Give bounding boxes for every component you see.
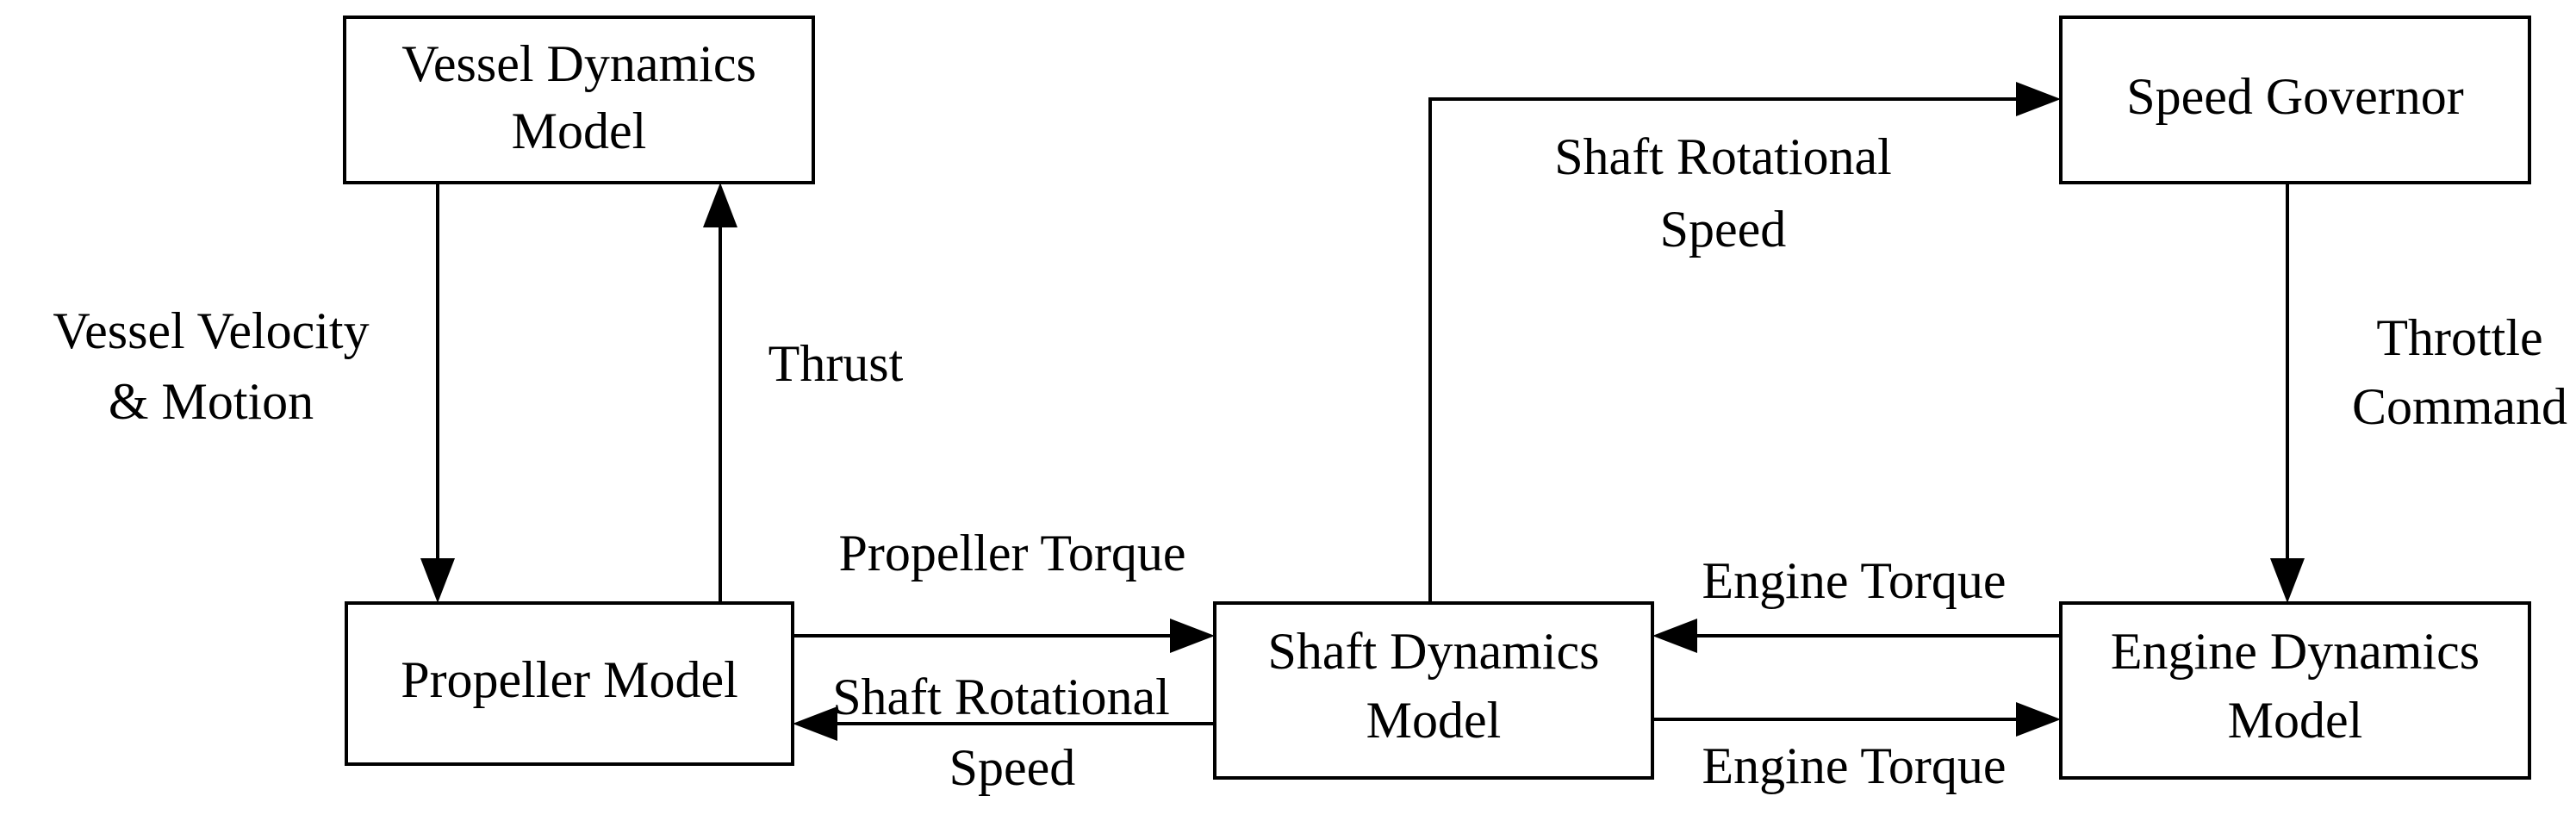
arrow-shaft-to-engine	[2016, 702, 2061, 737]
arrow-engine-to-shaft	[1652, 619, 1697, 653]
vessel-dynamics-block: Vessel Dynamics Model	[343, 16, 815, 184]
shaft-speed-to-governor-line1: Shaft Rotational	[1554, 128, 1892, 185]
arrow-shaft-to-governor	[2016, 82, 2061, 116]
vessel-velocity-label: Vessel Velocity & Motion	[53, 302, 369, 430]
wire-shaft-to-governor	[1428, 97, 2016, 603]
shaft-speed-to-propeller-label: Shaft Rotational Speed	[832, 669, 1170, 796]
throttle-command-line1: Throttle	[2376, 309, 2542, 366]
arrow-propeller-to-vessel	[703, 183, 737, 227]
propeller-model-block: Propeller Model	[345, 601, 794, 766]
shaft-speed-to-governor-line2: Speed	[1660, 201, 1787, 258]
vessel-velocity-label-line1: Vessel Velocity	[53, 302, 369, 359]
vessel-dynamics-label-line1: Vessel Dynamics	[401, 35, 756, 92]
thrust-label: Thrust	[768, 335, 904, 392]
propeller-model-label: Propeller Model	[401, 651, 738, 708]
speed-governor-block: Speed Governor	[2059, 16, 2531, 184]
propeller-torque-label-text: Propeller Torque	[839, 525, 1186, 582]
engine-dynamics-block: Engine Dynamics Model	[2059, 601, 2531, 780]
thrust-label-text: Thrust	[768, 335, 904, 392]
arrow-shaft-to-propeller	[793, 706, 837, 741]
arrow-propeller-to-shaft	[1170, 619, 1215, 653]
shaft-speed-to-propeller-line1: Shaft Rotational	[832, 669, 1170, 725]
vessel-dynamics-label-line2: Model	[512, 103, 647, 159]
arrow-governor-to-engine	[2270, 558, 2305, 603]
shaft-dynamics-label-line2: Model	[1366, 692, 1502, 749]
connections	[420, 82, 2305, 741]
speed-governor-label: Speed Governor	[2126, 68, 2464, 125]
throttle-command-line2: Command	[2352, 378, 2567, 435]
engine-torque-to-shaft-label: Engine Torque	[1702, 552, 2007, 609]
arrow-vessel-to-propeller	[420, 558, 455, 603]
shaft-speed-to-propeller-line2: Speed	[949, 739, 1076, 796]
engine-torque-to-engine-text: Engine Torque	[1702, 737, 2007, 794]
vessel-velocity-label-line2: & Motion	[109, 373, 314, 430]
shaft-dynamics-label-line1: Shaft Dynamics	[1268, 623, 1600, 680]
shaft-dynamics-block: Shaft Dynamics Model	[1213, 601, 1654, 780]
engine-torque-to-engine-label: Engine Torque	[1702, 737, 2007, 794]
throttle-command-label: Throttle Command	[2352, 309, 2567, 435]
engine-torque-to-shaft-text: Engine Torque	[1702, 552, 2007, 609]
propeller-torque-label: Propeller Torque	[839, 525, 1186, 582]
engine-dynamics-label-line1: Engine Dynamics	[2111, 623, 2480, 680]
engine-dynamics-label-line2: Model	[2228, 692, 2363, 749]
shaft-speed-to-governor-label: Shaft Rotational Speed	[1554, 128, 1892, 258]
